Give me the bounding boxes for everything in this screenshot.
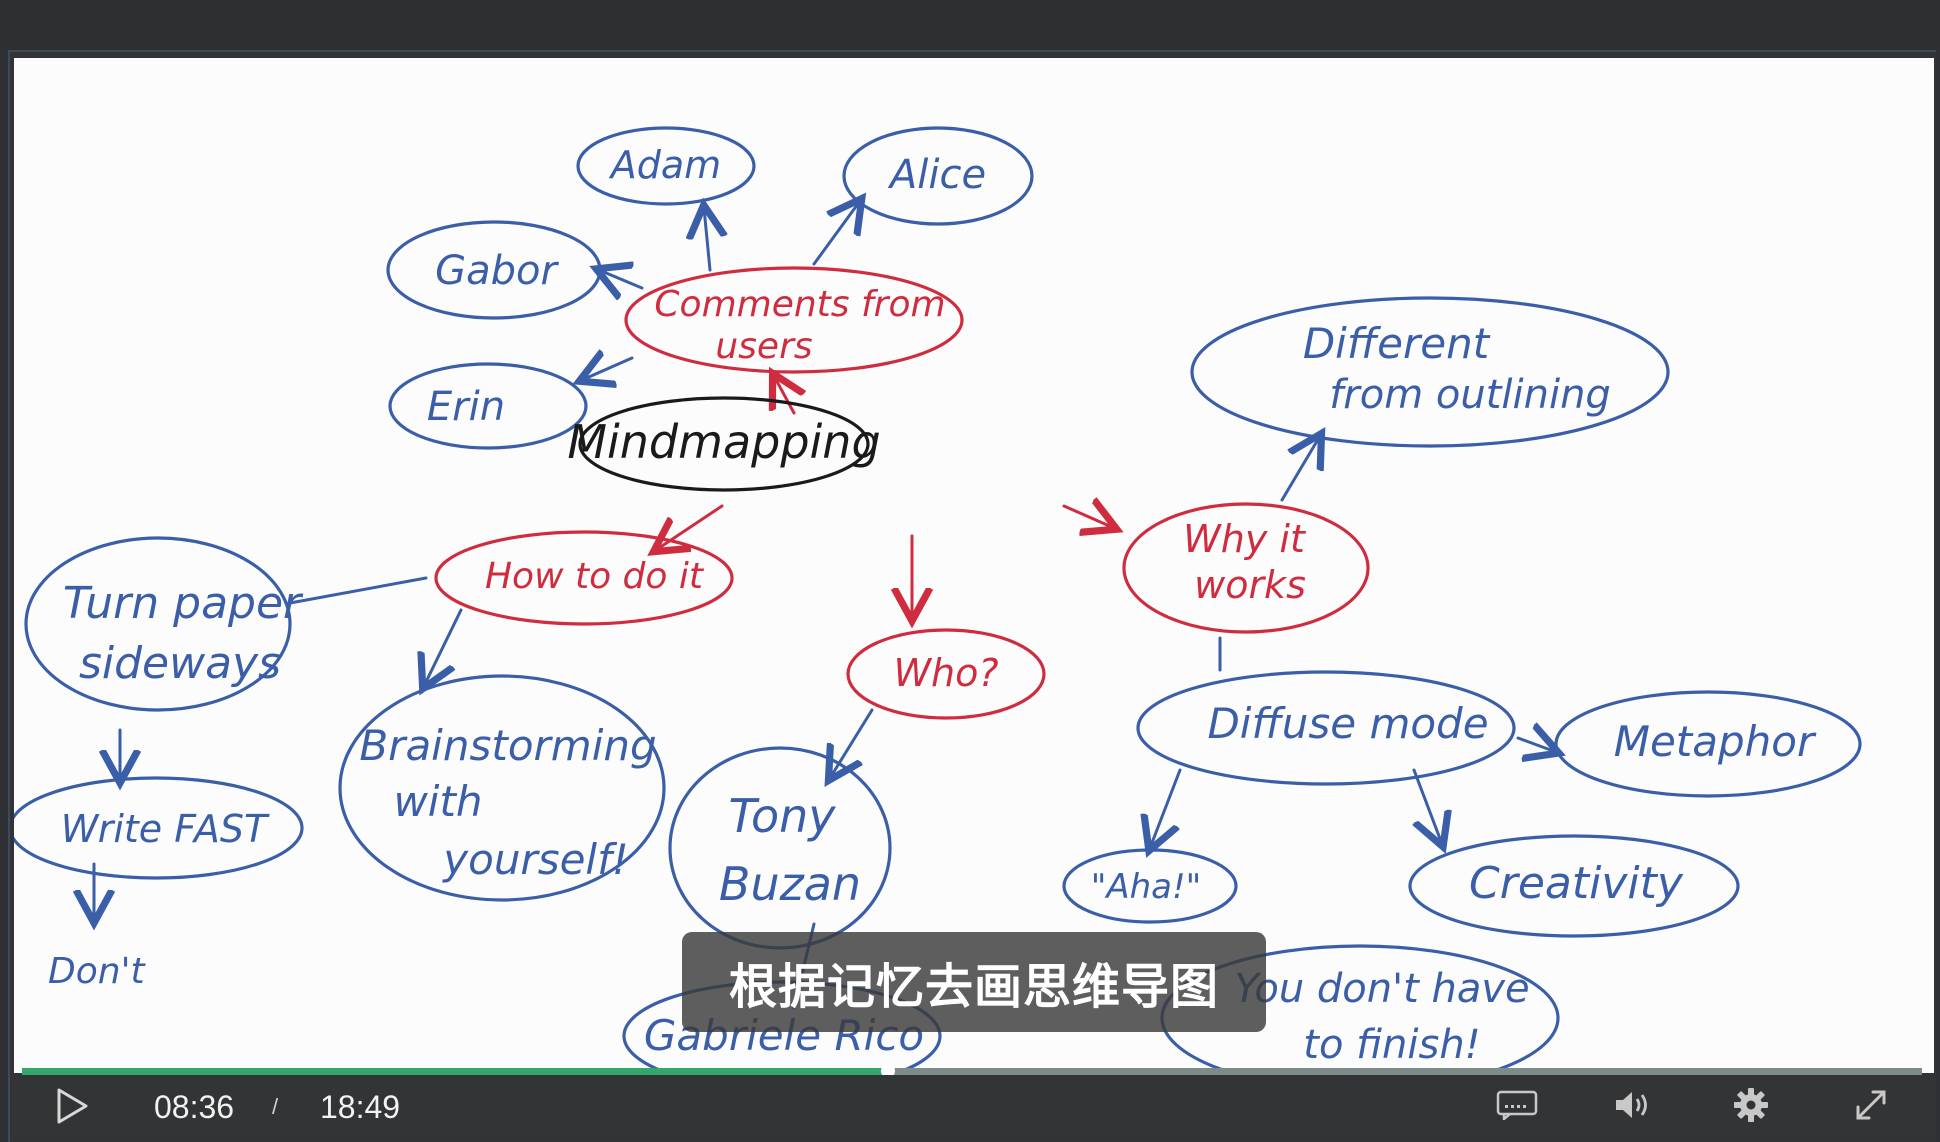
bubble-who	[846, 628, 1046, 720]
label-comments-line1: Comments from	[654, 284, 945, 325]
play-button[interactable]	[52, 1087, 92, 1125]
label-metaphor: Metaphor	[1614, 717, 1817, 766]
video-frame[interactable]: Mindmapping Comments from users Adam Ali…	[14, 58, 1934, 1073]
bubble-alice	[842, 126, 1034, 226]
bubble-different	[1190, 296, 1670, 448]
label-finish-line1: You don't have	[1234, 966, 1529, 1012]
label-dont: Don't	[48, 951, 146, 992]
duration: 18:49	[320, 1089, 401, 1125]
subtitles-icon	[1496, 1090, 1538, 1120]
label-different-line2: from outlining	[1329, 372, 1611, 418]
top-bar	[0, 0, 1940, 50]
time-separator: /	[272, 1094, 279, 1119]
player-controls: 08:36 / 18:49	[14, 1075, 1934, 1135]
settings-gear-icon	[1734, 1088, 1768, 1122]
label-diffuse: Diffuse mode	[1207, 699, 1488, 748]
bubble-gabor	[386, 220, 602, 320]
fullscreen-button[interactable]	[1848, 1085, 1894, 1125]
label-adam: Adam	[608, 143, 721, 187]
label-turn-line2: sideways	[79, 638, 281, 689]
progress-bar-thumb[interactable]	[881, 1064, 896, 1078]
mindmap-whiteboard: Mindmapping Comments from users Adam Ali…	[14, 126, 1862, 1073]
bubble-tony	[668, 746, 892, 950]
label-write-fast: Write FAST	[61, 807, 270, 851]
bubble-why	[1122, 502, 1370, 634]
progress-bar-fill	[22, 1068, 889, 1075]
label-finish-line2: to finish!	[1303, 1022, 1480, 1068]
bubble-adam	[576, 126, 756, 206]
label-why-line2: works	[1194, 563, 1306, 607]
bubble-aha	[1062, 848, 1238, 924]
label-who: Who?	[893, 651, 998, 695]
settings-button[interactable]	[1728, 1085, 1774, 1125]
label-tony-line2: Buzan	[719, 857, 861, 911]
bubble-creativity	[1408, 834, 1740, 938]
label-different-line1: Different	[1303, 319, 1491, 368]
play-icon	[57, 1088, 88, 1124]
label-why-line1: Why it	[1183, 517, 1307, 561]
label-brainstorm-line3: yourself!	[441, 835, 628, 884]
volume-icon	[1616, 1092, 1647, 1118]
label-alice: Alice	[887, 152, 986, 198]
bubble-turn	[24, 536, 292, 712]
label-brainstorm-line2: with	[393, 777, 482, 826]
label-comments-line2: users	[715, 326, 812, 367]
label-tony-line1: Tony	[729, 789, 837, 843]
subtitles-button[interactable]	[1492, 1087, 1542, 1123]
bubble-erin	[388, 362, 588, 450]
fullscreen-icon	[1856, 1090, 1886, 1120]
label-mindmapping: Mindmapping	[567, 415, 880, 469]
bubble-brainstorm	[338, 674, 666, 902]
progress-bar[interactable]	[22, 1064, 1922, 1078]
bubble-diffuse	[1136, 670, 1516, 786]
label-brainstorm-line1: Brainstorming	[359, 721, 656, 770]
bubble-write	[14, 776, 304, 880]
volume-button[interactable]	[1608, 1087, 1658, 1123]
bubble-center	[578, 396, 870, 492]
label-creativity: Creativity	[1469, 858, 1684, 909]
label-gabor: Gabor	[435, 248, 559, 294]
bubble-how	[434, 530, 734, 626]
label-how: How to do it	[485, 556, 705, 597]
label-aha: "Aha!"	[1091, 867, 1202, 907]
bubble-comments	[624, 266, 964, 374]
subtitle-caption: 根据记忆去画思维导图	[682, 932, 1266, 1032]
label-turn-line1: Turn paper	[63, 578, 304, 629]
label-erin: Erin	[427, 384, 505, 430]
current-time: 08:36	[154, 1089, 235, 1125]
bubble-metaphor	[1554, 690, 1862, 798]
